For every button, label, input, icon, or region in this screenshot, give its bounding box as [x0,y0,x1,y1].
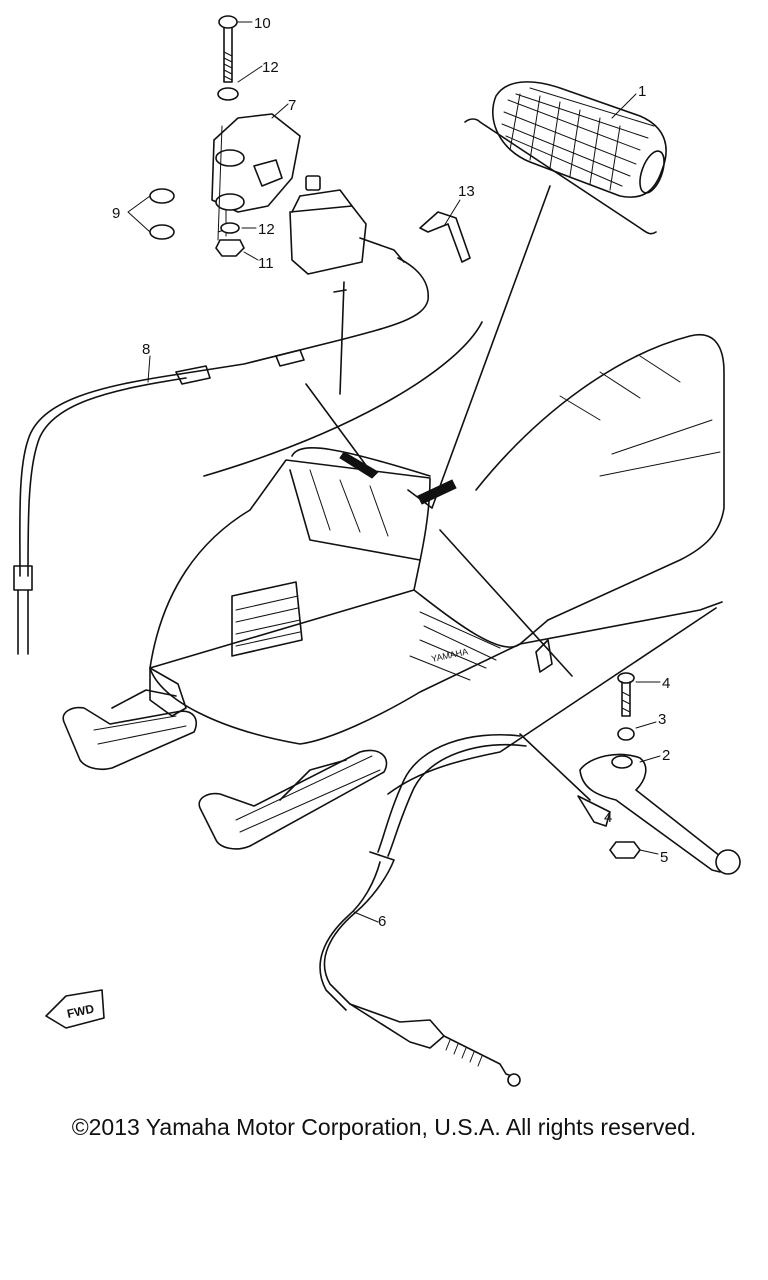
callout-4: 4 [662,675,670,692]
brake-lever-assembly [579,672,741,875]
callout-3: 3 [658,711,666,728]
callout-12-upper: 12 [262,59,279,76]
clip-13 [419,211,471,263]
throttle-housing-assembly [179,113,429,395]
washer-12-upper [217,87,239,101]
callout-5: 5 [660,849,668,866]
lower-bracket-line [387,607,717,795]
nut-11 [215,239,245,257]
callout-2: 2 [662,747,670,764]
bolt-10 [218,15,238,83]
callouts: 10 12 7 9 12 11 13 8 1 4 3 2 5 6 4 [112,15,670,930]
brake-cable-6 [319,733,611,1087]
ski-left [62,689,198,771]
callout-11: 11 [258,255,274,272]
callout-9: 9 [112,205,120,222]
hood-badge: YAMAHA [430,646,469,664]
callout-6: 6 [378,913,386,930]
upper-bracket-line [203,321,483,477]
callout-1: 1 [638,83,646,100]
fwd-label: FWD [66,1001,96,1020]
handlebar-grip [492,81,667,198]
callout-4-cable: 4 [604,809,612,826]
callout-8: 8 [142,341,150,358]
snowmobile-body: YAMAHA [149,333,725,745]
leader-lines [305,185,573,677]
callout-13: 13 [458,183,475,200]
ski-right [198,749,388,850]
fwd-direction-badge: FWD [45,989,105,1029]
grommet-9 [149,188,175,240]
grip-bracket-line [464,118,657,235]
washer-12-lower [220,222,240,234]
callout-7: 7 [288,97,296,114]
copyright-notice: ©2013 Yamaha Motor Corporation, U.S.A. A… [71,1114,697,1140]
callout-12-lower: 12 [258,221,275,238]
callout-10: 10 [254,15,271,32]
throttle-cable-8 [13,349,305,655]
